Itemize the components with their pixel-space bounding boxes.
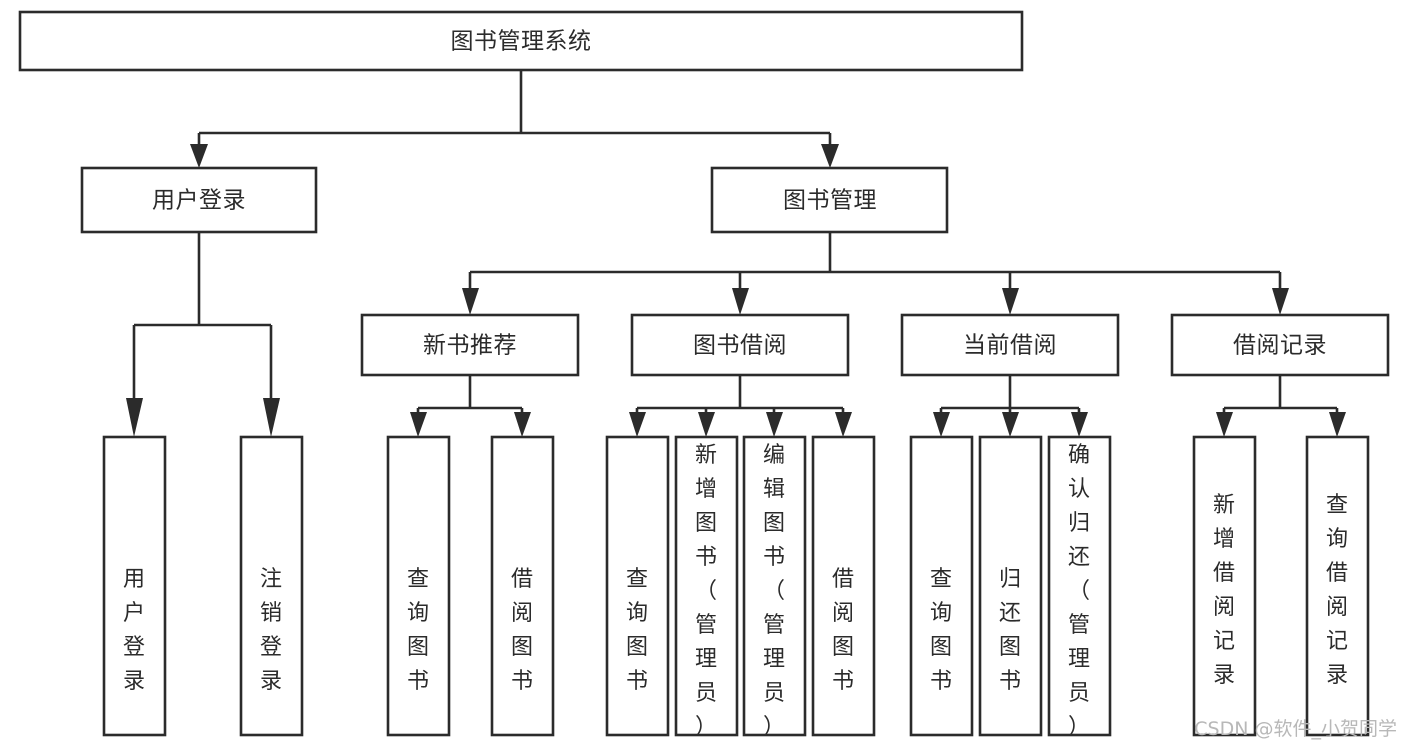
node-leaf-add-book-admin-box[interactable]: [674, 435, 739, 737]
node-leaf-add-borrow-record[interactable]: 新增借阅记录: [1192, 435, 1257, 737]
node-leaf-add-borrow-record-box[interactable]: [1192, 435, 1257, 737]
node-user-login-label: 用户登录: [152, 188, 246, 214]
arrow-head-leaf-logout-login: [263, 398, 280, 437]
arrow-head-leaf-return-book: [1002, 412, 1019, 437]
arrow-head-leaf-edit-book-admin: [766, 412, 783, 437]
node-leaf-query-book-3[interactable]: 查询图书: [909, 435, 974, 737]
node-leaf-edit-book-admin-box[interactable]: [742, 435, 807, 737]
node-leaf-query-book-3-label: 查询图书: [930, 567, 952, 694]
node-borrow-record[interactable]: 借阅记录: [1170, 313, 1390, 377]
arrow-head-leaf-add-borrow-record: [1216, 412, 1233, 437]
node-book-management[interactable]: 图书管理: [710, 166, 949, 234]
node-leaf-query-book-3-box[interactable]: [909, 435, 974, 737]
node-borrow-record-label: 借阅记录: [1233, 333, 1327, 359]
arrow-head-leaf-query-book-2: [629, 412, 646, 437]
node-leaf-query-borrow-record-box[interactable]: [1305, 435, 1370, 737]
node-book-management-label: 图书管理: [783, 188, 877, 214]
node-leaf-edit-book-admin[interactable]: 编辑图书（管理员）: [742, 435, 807, 740]
arrow-head-leaf-query-borrow-record: [1329, 412, 1346, 437]
node-new-book-recommend-box[interactable]: [360, 313, 580, 377]
node-current-borrow-box[interactable]: [900, 313, 1120, 377]
connector-group: [126, 70, 1346, 437]
arrow-head-borrow-record: [1272, 288, 1289, 315]
node-leaf-return-book[interactable]: 归还图书: [978, 435, 1043, 737]
node-leaf-confirm-return-admin[interactable]: 确认归还（管理员）: [1047, 435, 1112, 740]
arrow-head-leaf-query-book-1: [410, 412, 427, 437]
node-leaf-return-book-label: 归还图书: [999, 567, 1021, 694]
arrow-head-leaf-borrow-book-1: [514, 412, 531, 437]
arrow-head-leaf-add-book-admin: [698, 412, 715, 437]
node-leaf-logout-login[interactable]: 注销登录: [239, 435, 304, 737]
node-leaf-borrow-book-1-box[interactable]: [490, 435, 555, 737]
arrow-head-leaf-query-book-3: [933, 412, 950, 437]
node-leaf-return-book-box[interactable]: [978, 435, 1043, 737]
node-root-label: 图书管理系统: [451, 29, 592, 55]
node-leaf-query-book-2-box[interactable]: [605, 435, 670, 737]
node-leaf-user-login[interactable]: 用户登录: [102, 435, 167, 737]
node-user-login[interactable]: 用户登录: [80, 166, 318, 234]
node-current-borrow[interactable]: 当前借阅: [900, 313, 1120, 377]
node-leaf-confirm-return-admin-box[interactable]: [1047, 435, 1112, 737]
node-leaf-logout-login-label: 注销登录: [260, 567, 282, 694]
node-leaf-query-borrow-record-label: 查询借阅记录: [1326, 493, 1348, 688]
node-leaf-borrow-book-1[interactable]: 借阅图书: [490, 435, 555, 737]
node-root-box[interactable]: [18, 10, 1024, 72]
node-leaf-borrow-book-2-label: 借阅图书: [832, 567, 854, 694]
node-leaf-user-login-label: 用户登录: [123, 567, 145, 694]
node-book-management-box[interactable]: [710, 166, 949, 234]
node-leaf-query-book-1[interactable]: 查询图书: [386, 435, 451, 737]
arrow-head-user-login: [190, 144, 208, 168]
node-new-book-recommend[interactable]: 新书推荐: [360, 313, 580, 377]
arrow-head-book-management: [821, 144, 839, 168]
node-leaf-logout-login-box[interactable]: [239, 435, 304, 737]
arrow-head-new-book-recommend: [462, 288, 479, 315]
node-book-borrow[interactable]: 图书借阅: [630, 313, 850, 377]
node-root[interactable]: 图书管理系统: [18, 10, 1024, 72]
node-leaf-user-login-box[interactable]: [102, 435, 167, 737]
node-leaf-query-book-1-label: 查询图书: [407, 567, 429, 694]
csdn-watermark: CSDN @软件_小贺同学: [1194, 718, 1397, 740]
node-current-borrow-label: 当前借阅: [963, 333, 1057, 359]
node-book-borrow-label: 图书借阅: [693, 333, 787, 359]
node-new-book-recommend-label: 新书推荐: [423, 333, 517, 359]
node-leaf-confirm-return-admin-label: 确认归还（管理员）: [1068, 443, 1090, 740]
node-leaf-add-book-admin-label: 新增图书（管理员）: [695, 443, 717, 740]
node-user-login-box[interactable]: [80, 166, 318, 234]
node-borrow-record-box[interactable]: [1170, 313, 1390, 377]
node-leaf-borrow-book-2[interactable]: 借阅图书: [811, 435, 876, 737]
arrow-head-current-borrow: [1002, 288, 1019, 315]
node-leaf-query-borrow-record[interactable]: 查询借阅记录: [1305, 435, 1370, 737]
node-leaf-edit-book-admin-label: 编辑图书（管理员）: [763, 443, 785, 740]
node-leaf-borrow-book-2-box[interactable]: [811, 435, 876, 737]
node-leaf-borrow-book-1-label: 借阅图书: [511, 567, 533, 694]
arrow-head-leaf-borrow-book-2: [835, 412, 852, 437]
arrow-head-leaf-confirm-return-admin: [1071, 412, 1088, 437]
node-leaf-add-borrow-record-label: 新增借阅记录: [1213, 493, 1235, 688]
node-leaf-query-book-1-box[interactable]: [386, 435, 451, 737]
node-book-borrow-box[interactable]: [630, 313, 850, 377]
arrow-head-leaf-user-login: [126, 398, 143, 437]
node-leaf-query-book-2[interactable]: 查询图书: [605, 435, 670, 737]
arrow-head-book-borrow: [732, 288, 749, 315]
node-leaf-add-book-admin[interactable]: 新增图书（管理员）: [674, 435, 739, 740]
node-leaf-query-book-2-label: 查询图书: [626, 567, 648, 694]
